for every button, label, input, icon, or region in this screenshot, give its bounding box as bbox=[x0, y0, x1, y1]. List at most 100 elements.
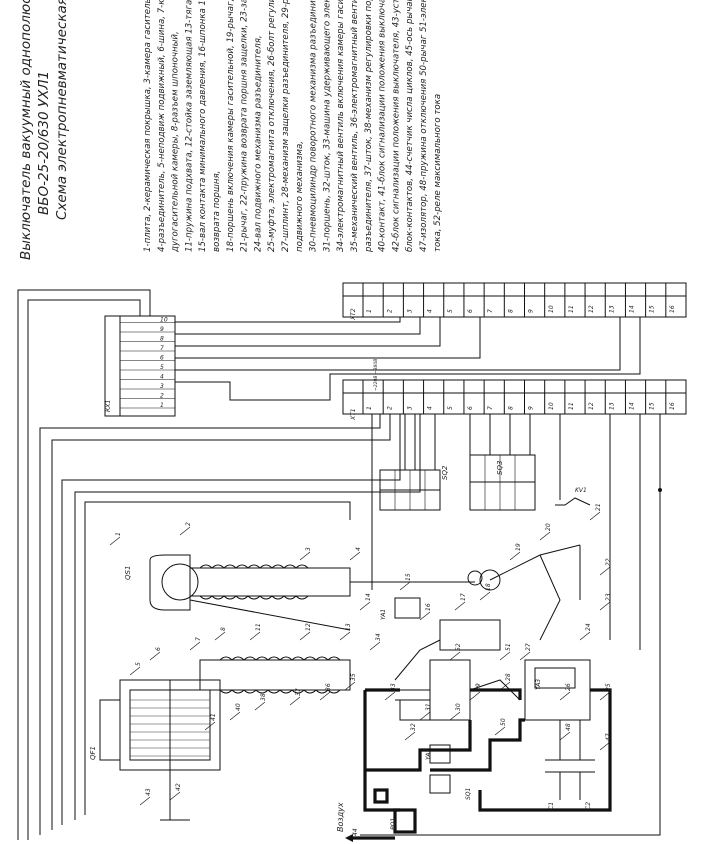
drive-mechanism bbox=[394, 544, 591, 721]
terminal-number: 4 bbox=[427, 309, 434, 313]
legend-line: дугогасительной камеры, 8-разъем шпоночн… bbox=[171, 31, 181, 253]
part-number: 51 bbox=[505, 643, 512, 651]
part-number: 27 bbox=[525, 643, 532, 651]
part-number: 42 bbox=[175, 783, 182, 791]
pneumatic-lines bbox=[363, 688, 612, 834]
part-number: 11 bbox=[255, 623, 262, 631]
terminal-number: 12 bbox=[588, 402, 595, 410]
part-number: 37 bbox=[295, 688, 302, 696]
terminal-number: 4 bbox=[427, 406, 434, 410]
air-inlet: Воздух 44 bbox=[336, 802, 395, 842]
part-number: 50 bbox=[500, 718, 507, 726]
part-number: 24 bbox=[585, 623, 592, 631]
legend-line: 34-электромагнитный вентиль включения ка… bbox=[336, 0, 346, 252]
terminal-number: 13 bbox=[608, 305, 615, 313]
part-number: 15 bbox=[405, 573, 412, 581]
part-number: 5 bbox=[135, 662, 142, 666]
part-number: 32 bbox=[410, 723, 417, 731]
c2-label: C2 bbox=[585, 802, 592, 810]
sq2-label: SQ2 bbox=[441, 465, 449, 480]
legend-line: 11-пружина подхвата, 12-стойка заземляющ… bbox=[184, 0, 194, 252]
connector-pin: 5 bbox=[160, 364, 164, 371]
part-number: 41 bbox=[210, 713, 217, 721]
connector-pin: 9 bbox=[160, 326, 164, 333]
legend-line: 27-шплинт, 28-механизм защелки разъедини… bbox=[281, 0, 291, 252]
terminal-number: 1 bbox=[366, 309, 373, 313]
legend-line: 24-вал подвижного механизма разъединител… bbox=[253, 35, 263, 252]
legend-line: подвижного механизма, bbox=[295, 141, 305, 252]
part-number: 52 bbox=[455, 643, 462, 651]
c1-label: C1 bbox=[548, 802, 555, 810]
legend-line: 21-рычаг, 22-пружина возврата поршня защ… bbox=[240, 0, 250, 252]
terminal-number: 1 bbox=[366, 406, 373, 410]
legend-line: 30-пневмоцилиндр поворотного механизма р… bbox=[309, 0, 319, 252]
qf1-label: QF1 bbox=[89, 746, 97, 760]
connector-pin: 7 bbox=[160, 345, 164, 352]
part-number: 1 bbox=[115, 532, 122, 536]
ya1-label: YA1 bbox=[380, 609, 387, 620]
part-number: 6 bbox=[155, 647, 162, 651]
terminal-number: 10 bbox=[548, 305, 555, 313]
title-line-3: Схема электропневматическая bbox=[54, 0, 70, 220]
part-number: 4 bbox=[355, 547, 362, 551]
part-number: 43 bbox=[145, 788, 152, 796]
terminal-number: 16 bbox=[669, 402, 676, 410]
part-number: 13 bbox=[345, 623, 352, 631]
part-number: 21 bbox=[595, 503, 602, 511]
terminal-number: 14 bbox=[629, 305, 636, 313]
legend-line: 25-муфта, электромагнита отключения, 26-… bbox=[267, 0, 277, 252]
title-line-1: Выключатель вакуумный однополюсный bbox=[18, 0, 34, 260]
title-line-2: ВБО-25-20/630 УХЛ1 bbox=[36, 71, 52, 215]
title-block: Выключатель вакуумный однополюсный ВБО-2… bbox=[18, 0, 70, 260]
wiring-harness bbox=[17, 289, 662, 840]
terminal-number: 6 bbox=[467, 406, 474, 410]
legend-line: 42-блок сигнализации положения выключате… bbox=[391, 0, 401, 252]
terminal-number: 16 bbox=[669, 305, 676, 313]
terminal-number: 7 bbox=[487, 406, 494, 410]
xt2-label: ХТ2 bbox=[350, 308, 357, 321]
ya2-label: YA2 bbox=[425, 749, 432, 760]
terminal-number: 3 bbox=[406, 309, 413, 313]
terminal-number: 12 bbox=[588, 305, 595, 313]
part-number: 8 bbox=[220, 627, 227, 631]
qs1-label: QS1 bbox=[124, 566, 132, 580]
terminal-number: 2 bbox=[386, 309, 393, 313]
legend-line: 4-разъединитель, 5-неподвиж подвижный, 6… bbox=[157, 0, 167, 252]
xt1-label: ХТ1 bbox=[350, 408, 357, 421]
sq1-label: SQ1 bbox=[465, 788, 472, 800]
part-number: 26 bbox=[565, 683, 572, 691]
legend-block: 1-плита, 2-керамическая покрышка, 3-каме… bbox=[143, 0, 443, 253]
kx1-label: КХ1 bbox=[105, 400, 112, 412]
part-number: 29 bbox=[475, 683, 482, 691]
connector-pin: 6 bbox=[160, 355, 164, 362]
legend-line: 15-вал контакта минимального давления, 1… bbox=[198, 0, 208, 252]
legend-line: тока, 52-реле максимального тока bbox=[433, 94, 443, 252]
part-number: 18 bbox=[485, 583, 492, 591]
terminal-number: 11 bbox=[568, 402, 575, 410]
part-number: 48 bbox=[565, 723, 572, 731]
capacitor-bank: C1 C2 bbox=[545, 720, 595, 810]
legend-line: 40-контакт, 41-блок сигнализации положен… bbox=[378, 0, 388, 252]
part-number: 28 bbox=[505, 673, 512, 681]
terminal-number: 11 bbox=[568, 305, 575, 313]
legend-line: блок-контактов, 44-счетчик числа циклов,… bbox=[405, 0, 415, 252]
sq3-label: SQ3 bbox=[496, 461, 504, 475]
part-number: 23 bbox=[605, 593, 612, 601]
part-number: 35 bbox=[350, 673, 357, 681]
terminal-number: 10 bbox=[548, 402, 555, 410]
terminal-note: ~220В ~380В bbox=[373, 359, 379, 391]
connector-pin: 4 bbox=[160, 374, 164, 381]
legend-line: 18-поршень включения камеры гасительной,… bbox=[226, 0, 236, 252]
part-number: 7 bbox=[195, 637, 202, 641]
part-number: 14 bbox=[365, 593, 372, 601]
part-number: 25 bbox=[605, 683, 612, 691]
legend-line: 47-изолятор, 48-пружина отключения 50-ры… bbox=[419, 0, 429, 252]
part-number: 40 bbox=[235, 703, 242, 711]
part-number: 20 bbox=[545, 523, 552, 531]
terminal-number: 5 bbox=[447, 309, 454, 313]
terminal-number: 15 bbox=[649, 402, 656, 410]
